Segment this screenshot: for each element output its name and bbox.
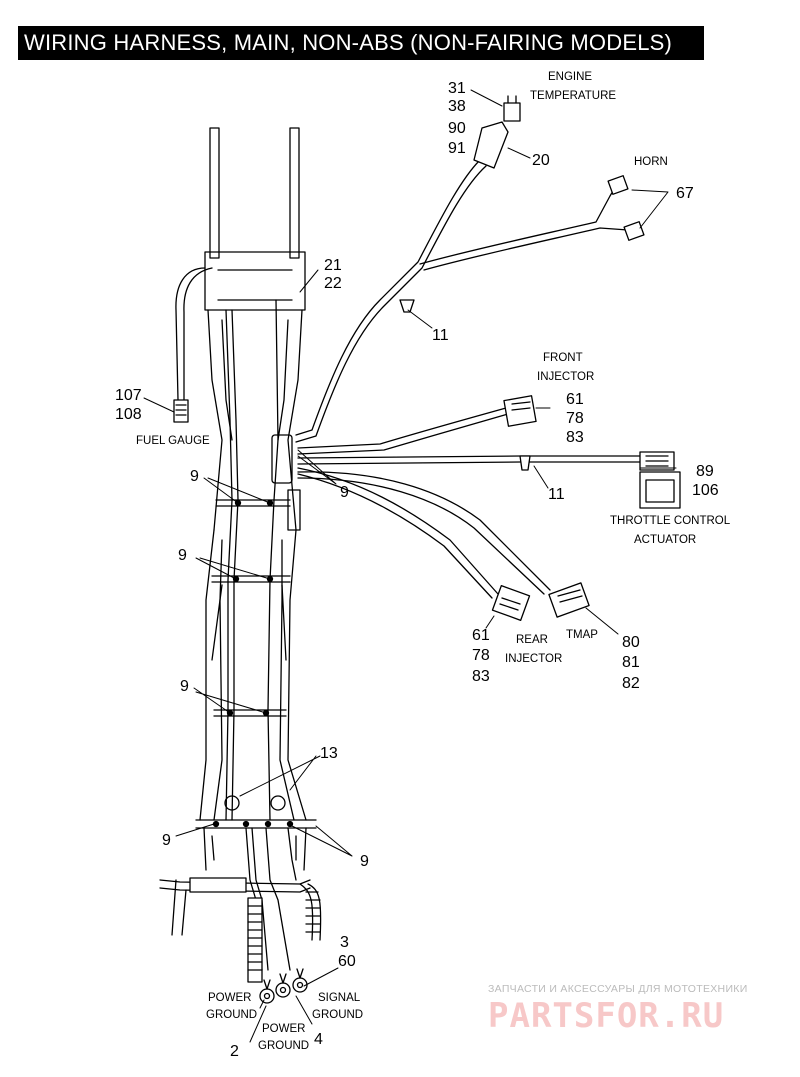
rear-injector-61: 61 xyxy=(472,627,490,644)
callout-89: 89 xyxy=(696,463,714,480)
signal-ground-2: GROUND xyxy=(312,1009,363,1021)
tmap-81: 81 xyxy=(622,654,640,671)
callout-9-d: 9 xyxy=(180,678,189,695)
callout-13: 13 xyxy=(320,745,338,762)
front-injector-83: 83 xyxy=(566,429,584,446)
throttle-label-1: THROTTLE CONTROL xyxy=(610,515,731,527)
signal-ground-1: SIGNAL xyxy=(318,992,361,1004)
callout-9-e: 9 xyxy=(162,832,171,849)
callout-31: 31 xyxy=(448,80,466,97)
front-injector-61: 61 xyxy=(566,391,584,408)
callout-3: 3 xyxy=(340,934,349,951)
callout-108: 108 xyxy=(115,406,142,423)
callout-11-top: 11 xyxy=(432,327,449,344)
tmap-82: 82 xyxy=(622,675,640,692)
callout-22: 22 xyxy=(324,275,342,292)
callout-9-f: 9 xyxy=(360,853,369,870)
tmap-80: 80 xyxy=(622,634,640,651)
engine-temp-label-2: TEMPERATURE xyxy=(530,90,616,102)
callout-4: 4 xyxy=(314,1031,323,1048)
callout-21: 21 xyxy=(324,257,342,274)
front-injector-label-2: INJECTOR xyxy=(537,371,594,383)
callout-107: 107 xyxy=(115,387,142,404)
throttle-label-2: ACTUATOR xyxy=(634,534,696,546)
rear-injector-78: 78 xyxy=(472,647,490,664)
callout-9-a: 9 xyxy=(190,468,199,485)
diagram-title: WIRING HARNESS, MAIN, NON-ABS (NON-FAIRI… xyxy=(18,26,704,60)
power-ground-left-2: GROUND xyxy=(206,1009,257,1021)
watermark-subtitle: ЗАПЧАСТИ И АКСЕССУАРЫ ДЛЯ МОТОТЕХНИКИ xyxy=(488,983,748,995)
tmap-wire xyxy=(297,471,590,618)
rear-injector-label-1: REAR xyxy=(516,634,548,646)
horn-wire xyxy=(419,175,645,271)
throttle-wire xyxy=(297,451,681,509)
callout-20: 20 xyxy=(532,152,550,169)
frame xyxy=(195,127,317,871)
power-ground-center-1: POWER xyxy=(262,1023,305,1035)
callout-9-c: 9 xyxy=(178,547,187,564)
main-trunk-wire xyxy=(212,299,294,828)
engine-temp-label-1: ENGINE xyxy=(548,71,592,83)
callout-106: 106 xyxy=(692,482,719,499)
horn-label: HORN xyxy=(634,156,668,168)
engine-temperature-wire xyxy=(295,95,521,443)
callout-9-b: 9 xyxy=(340,484,349,501)
callout-11-mid: 11 xyxy=(548,486,565,503)
power-ground-left-1: POWER xyxy=(208,992,251,1004)
callout-labels: 31 38 90 91 ENGINE TEMPERATURE 20 HORN 6… xyxy=(115,71,731,1060)
tmap-label: TMAP xyxy=(566,629,598,641)
leader-lines xyxy=(143,89,677,1043)
lower-harness xyxy=(159,827,322,1004)
rear-injector-label-2: INJECTOR xyxy=(505,653,562,665)
callout-67: 67 xyxy=(676,185,694,202)
callout-2: 2 xyxy=(230,1043,239,1060)
front-injector-label-1: FRONT xyxy=(543,352,583,364)
callout-60: 60 xyxy=(338,953,356,970)
front-injector-wire xyxy=(297,395,537,455)
front-injector-78: 78 xyxy=(566,410,584,427)
callout-91: 91 xyxy=(448,140,466,157)
callout-38: 38 xyxy=(448,98,466,115)
callout-90: 90 xyxy=(448,120,466,137)
watermark-logo: PARTSFOR.RU xyxy=(488,996,725,1036)
fuel-gauge-wire xyxy=(173,267,213,423)
rear-injector-wire xyxy=(297,467,531,621)
power-ground-center-2: GROUND xyxy=(258,1040,309,1052)
rear-injector-83: 83 xyxy=(472,668,490,685)
fuel-gauge-label: FUEL GAUGE xyxy=(136,435,210,447)
